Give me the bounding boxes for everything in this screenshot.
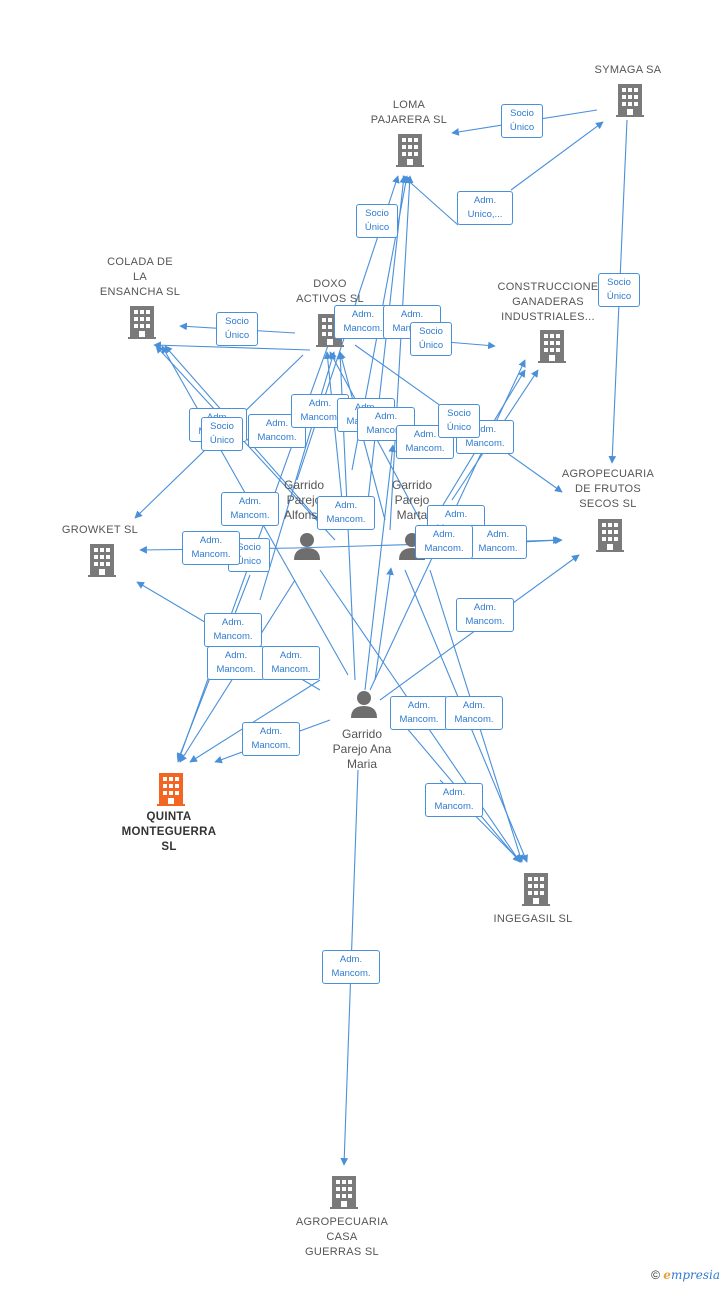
edge-label[interactable]: Adm. Mancom. (469, 525, 527, 559)
edge-label[interactable]: Adm. Mancom. (445, 696, 503, 730)
agro-frutos-building-icon[interactable] (596, 519, 624, 552)
loma-building-icon[interactable] (396, 134, 424, 167)
person-ana-icon[interactable] (351, 691, 377, 718)
quinta-building-icon[interactable] (157, 773, 185, 806)
edge-line (510, 121, 604, 191)
edge-label[interactable]: Socio Único (501, 104, 543, 138)
edge-label[interactable]: Adm. Mancom. (207, 646, 265, 680)
company-label-agro-frutos[interactable]: AGROPECUARIA DE FRUTOS SECOS SL (561, 468, 655, 510)
symaga-building-icon[interactable] (616, 84, 644, 117)
company-label-agro-casa[interactable]: AGROPECUARIA CASA GUERRAS SL (295, 1216, 389, 1258)
colada-building-icon[interactable] (128, 306, 156, 339)
edge-label[interactable]: Adm. Mancom. (242, 722, 300, 756)
edge-label[interactable]: Socio Único (356, 204, 398, 238)
person-label-alfonso[interactable]: Garrido Parejo Alfonso (283, 478, 325, 522)
edge-label[interactable]: Adm. Mancom. (425, 783, 483, 817)
company-label-ingegasil[interactable]: INGEGASIL SL (493, 913, 573, 925)
person-label-ana[interactable]: Garrido Parejo Ana Maria (332, 727, 392, 771)
edge-label[interactable]: Adm. Mancom. (322, 950, 380, 984)
person-label-marta[interactable]: Garrido Parejo Marta (391, 478, 433, 522)
person-alfonso-icon[interactable] (294, 533, 320, 560)
company-label-quinta[interactable]: QUINTA MONTEGUERRA SL (121, 811, 217, 853)
edge-line (259, 351, 336, 601)
construcciones-building-icon[interactable] (538, 330, 566, 363)
company-label-doxo[interactable]: DOXO ACTIVOS SL (296, 278, 364, 305)
ingegasil-building-icon[interactable] (522, 873, 550, 906)
edge-label[interactable]: Socio Único (438, 404, 480, 438)
edge-line (364, 444, 397, 691)
edge-label[interactable]: Adm. Mancom. (248, 414, 306, 448)
agro-casa-building-icon[interactable] (330, 1176, 358, 1209)
node-icons (88, 84, 644, 1209)
edge-label[interactable]: Adm. Mancom. (317, 496, 375, 530)
edge-line (323, 351, 345, 521)
edge-label[interactable]: Adm. Mancom. (357, 407, 415, 441)
edge-label[interactable]: Socio Único (598, 273, 640, 307)
edge-line (189, 679, 321, 763)
edge-label[interactable]: Socio Único (216, 312, 258, 346)
edge-line (374, 567, 394, 681)
edge-line (155, 345, 336, 541)
edge-label[interactable]: Adm. Mancom. (221, 492, 279, 526)
edge-label[interactable]: Adm. Mancom. (456, 598, 514, 632)
company-label-growket[interactable]: GROWKET SL (61, 524, 139, 536)
growket-building-icon[interactable] (88, 544, 116, 577)
edge-label[interactable]: Adm. Mancom. (415, 525, 473, 559)
brand-logo: empresia (663, 1268, 720, 1282)
footer-brand[interactable]: © empresia (651, 1268, 720, 1282)
edge-label[interactable]: Adm. Mancom. (204, 613, 262, 647)
edge-label[interactable]: Adm. Mancom. (390, 696, 448, 730)
company-label-symaga[interactable]: SYMAGA SA (594, 64, 662, 76)
edge-line (153, 341, 311, 351)
edge-label[interactable]: Adm. Mancom. (182, 531, 240, 565)
company-label-loma[interactable]: LOMA PAJARERA SL (370, 99, 448, 126)
company-label-colada[interactable]: COLADA DE LA ENSANCHA SL (99, 256, 181, 298)
edge-label[interactable]: Adm. Mancom. (262, 646, 320, 680)
edge-line (402, 175, 459, 226)
company-label-construcciones[interactable]: CONSTRUCCIONE GANADERAS INDUSTRIALES... (497, 281, 599, 323)
edge-label[interactable]: Socio Único (201, 417, 243, 451)
edge-label[interactable]: Adm. Unico,... (457, 191, 513, 225)
edge-label[interactable]: Socio Único (410, 322, 452, 356)
copyright-icon: © (651, 1268, 660, 1282)
